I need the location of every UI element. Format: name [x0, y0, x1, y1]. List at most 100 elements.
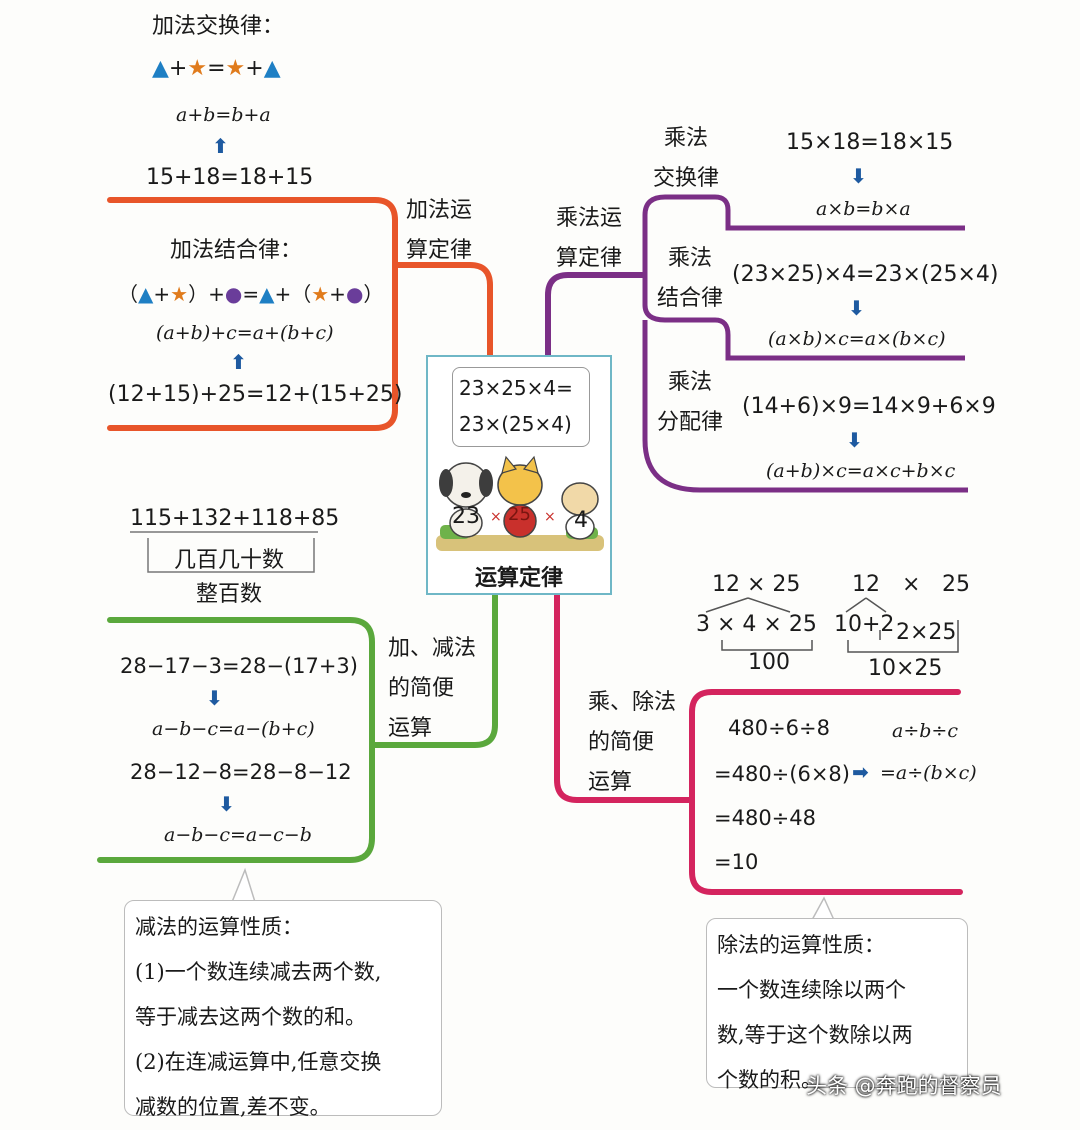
add-branch-line: [107, 197, 398, 431]
div-step-3: =480÷48: [714, 806, 816, 830]
sub-note-4: 减数的位置,差不变。: [135, 1095, 331, 1119]
division-property-callout: 除法的运算性质： 一个数连续除以两个 数,等于这个数除以两 个数的积。: [706, 918, 968, 1092]
split1-bottom: 100: [748, 650, 790, 675]
circle-icon: ●: [345, 282, 364, 306]
star-icon: ★: [187, 56, 208, 81]
div-note-title: 除法的运算性质：: [717, 933, 885, 957]
mult-commutative-letters: a×b=b×a: [816, 198, 911, 220]
hint-group: 几百几十数: [174, 548, 285, 573]
sub-callout-pointer: [231, 867, 256, 903]
mult-distributive-example: (14+6)×9=14×9+6×9: [742, 394, 996, 419]
animal-number-25: 25: [508, 504, 531, 525]
mult-branch-label-1: 乘法运: [556, 206, 623, 231]
sub-note-title: 减法的运算性质：: [135, 915, 303, 939]
div-note-1: 一个数连续除以两个: [717, 978, 906, 1002]
split2-mid-b: 2×25: [896, 620, 957, 645]
split2-mid-a: 10+2: [834, 612, 895, 637]
triangle-icon: ▲: [259, 282, 275, 306]
mult-associative-label-2: 结合律: [657, 286, 724, 311]
split-tree-1: [705, 597, 813, 651]
mult-branch-dist: [642, 320, 968, 493]
mult-commutative-label-2: 交换律: [653, 166, 720, 191]
animal-number-4: 4: [574, 508, 588, 533]
add-sub-label-1: 加、减法: [388, 636, 477, 661]
up-arrow-icon: ⬆: [230, 350, 247, 374]
split-tree-2: [845, 597, 959, 653]
add-branch-label-2: 算定律: [406, 238, 473, 263]
mult-branch-label-2: 算定律: [556, 246, 623, 271]
split2-top-a: 12: [852, 572, 880, 597]
mult-branch-line: [545, 272, 645, 355]
down-arrow-icon: ⬇: [850, 164, 867, 188]
split2-top-op: ×: [902, 572, 921, 597]
split2-top-b: 25: [942, 572, 970, 597]
circle-icon: ●: [224, 282, 243, 306]
add-sub-bracket: [97, 617, 375, 863]
mult-distributive-letters: (a+b)×c=a×c+b×c: [766, 460, 956, 482]
mult-distributive-label-2: 分配律: [657, 410, 724, 435]
sub-example-2: 28−12−8=28−8−12: [130, 760, 352, 784]
down-arrow-icon: ⬇: [848, 296, 865, 320]
mult-associative-example: (23×25)×4=23×(25×4): [732, 262, 999, 287]
subtraction-property-callout: 减法的运算性质： (1)一个数连续减去两个数, 等于减去这两个数的和。 (2)在…: [124, 900, 442, 1119]
add-commutative-letters: a+b=b+a: [176, 104, 271, 126]
mul-div-label-2: 的简便: [588, 730, 655, 755]
div-note-2: 数,等于这个数除以两: [717, 1023, 913, 1047]
svg-text:×: ×: [544, 509, 556, 525]
div-letters-1: a÷b÷c: [892, 720, 958, 742]
split2-bottom: 10×25: [868, 656, 943, 681]
add-commutative-title: 加法交换律：: [152, 14, 285, 39]
sub-letters-1: a−b−c=a−(b+c): [152, 718, 315, 740]
up-arrow-icon: ⬆: [212, 134, 229, 158]
mult-commutative-label-1: 乘法: [664, 126, 709, 151]
mul-div-label-3: 运算: [588, 770, 633, 795]
add-associative-symbolic: （▲+★）+●=▲+（★+●）: [118, 282, 384, 306]
add-associative-example: (12+15)+25=12+(15+25): [108, 382, 403, 407]
down-arrow-icon: ⬇: [846, 428, 863, 452]
star-icon: ★: [225, 56, 246, 81]
div-letters-2: =a÷(b×c): [880, 762, 977, 784]
add-sub-branch-line: [372, 595, 498, 748]
mult-branch-spine: [642, 194, 965, 275]
speech-bubble: 23×25×4= 23×(25×4): [452, 367, 590, 447]
mult-associative-letters: (a×b)×c=a×(b×c): [768, 328, 946, 350]
add-sub-label-2: 的简便: [388, 676, 455, 701]
add-commutative-example: 15+18=18+15: [146, 165, 314, 190]
div-step-4: =10: [714, 850, 759, 874]
triangle-icon: ▲: [138, 282, 154, 306]
hint-result: 整百数: [196, 582, 263, 607]
add-sub-label-3: 运算: [388, 716, 433, 741]
mult-branch-assoc: [642, 275, 965, 361]
add-associative-letters: (a+b)+c=a+(b+c): [156, 322, 334, 344]
div-callout-pointer: [811, 896, 835, 921]
sub-note-2: 等于减去这两个数的和。: [135, 1005, 366, 1029]
add-branch-label-1: 加法运: [406, 198, 473, 223]
sub-example-1: 28−17−3=28−(17+3): [120, 654, 358, 678]
down-arrow-icon: ⬇: [218, 792, 235, 816]
sub-note-1: (1)一个数连续减去两个数,: [135, 960, 382, 984]
bubble-line-1: 23×25×4=: [459, 376, 573, 400]
hint-bracket: [130, 531, 318, 573]
split1-mid: 3 × 4 × 25: [696, 612, 817, 637]
add-branch-connector: [395, 262, 493, 355]
mul-div-label-1: 乘、除法: [588, 690, 677, 715]
add-associative-title: 加法结合律：: [170, 238, 303, 263]
down-arrow-icon: ⬇: [206, 686, 223, 710]
watermark: 头条 @奔跑的督察员: [806, 1074, 1002, 1098]
div-note-3: 个数的积。: [717, 1068, 822, 1092]
mul-div-bracket: [689, 689, 963, 895]
triangle-icon: ▲: [263, 56, 281, 81]
cartoon-animals-illustration: × ×: [436, 455, 604, 551]
mult-associative-label-1: 乘法: [668, 246, 713, 271]
animal-number-23: 23: [452, 504, 480, 529]
split1-top: 12 × 25: [712, 572, 801, 597]
div-step-1: 480÷6÷8: [728, 716, 830, 740]
bubble-line-2: 23×(25×4): [459, 412, 572, 436]
center-title: 运算定律: [474, 566, 563, 591]
mult-commutative-example: 15×18=18×15: [786, 130, 954, 155]
triangle-icon: ▲: [152, 56, 169, 81]
star-icon: ★: [170, 282, 189, 306]
sub-letters-2: a−b−c=a−c−b: [164, 824, 312, 846]
right-arrow-icon: ➡: [852, 760, 869, 784]
